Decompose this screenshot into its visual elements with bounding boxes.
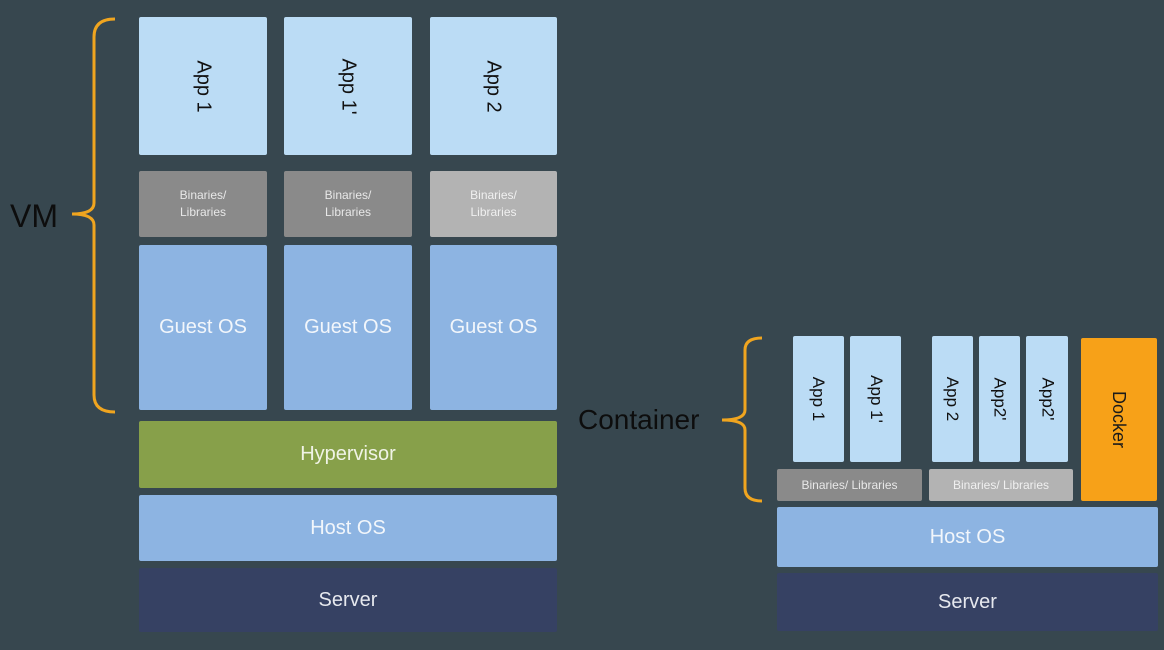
vm-binaries-2: Binaries/ Libraries — [284, 171, 412, 237]
container-label: Container — [578, 404, 700, 435]
vm-app-2: App 2 — [430, 17, 557, 155]
vm-binaries-3: Binaries/ Libraries — [430, 171, 557, 237]
vm-app-1: App 1 — [139, 17, 267, 155]
vm-binaries-1: Binaries/ Libraries — [139, 171, 267, 237]
vm-label: VM — [10, 198, 58, 234]
container-app-1: App 1 — [793, 336, 844, 462]
vm-hypervisor: Hypervisor — [139, 421, 557, 488]
docker-engine: Docker — [1081, 338, 1157, 501]
vm-app-1-prime: App 1' — [284, 17, 412, 155]
vm-host-os: Host OS — [139, 495, 557, 561]
vm-guest-os-1: Guest OS — [139, 245, 267, 410]
container-binaries-1: Binaries/ Libraries — [777, 469, 922, 501]
container-brace — [721, 336, 763, 503]
container-host-os: Host OS — [777, 507, 1158, 567]
container-server: Server — [777, 573, 1158, 631]
vm-guest-os-2: Guest OS — [284, 245, 412, 410]
vm-brace — [71, 17, 116, 414]
vm-guest-os-3: Guest OS — [430, 245, 557, 410]
container-app-2-double-prime: App2' — [1026, 336, 1068, 462]
container-binaries-2: Binaries/ Libraries — [929, 469, 1073, 501]
container-app-2: App 2 — [932, 336, 973, 462]
container-app-1-prime: App 1' — [850, 336, 901, 462]
container-app-2-prime: App2' — [979, 336, 1020, 462]
vm-server: Server — [139, 568, 557, 632]
